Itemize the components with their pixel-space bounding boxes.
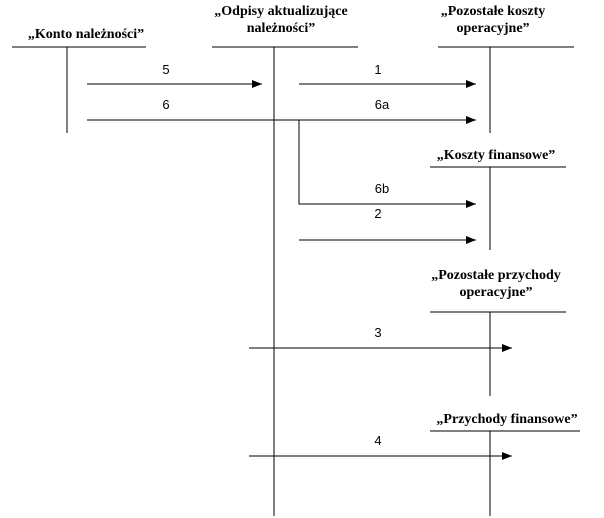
account-title-przychody-finansowe: „Przychody finansowe”	[436, 412, 577, 427]
account-title-odpisy-line1: „Odpisy aktualizujące	[214, 4, 347, 19]
flow-label-6b: 6b	[375, 181, 389, 196]
t-account-odpisy-aktualizujace: „Odpisy aktualizujące należności”	[212, 4, 358, 516]
flow-arrow-2: 2	[299, 206, 476, 244]
flow-label-group-6a: 6a	[375, 97, 390, 112]
flow-label-4: 4	[374, 433, 381, 448]
flow-arrow-3: 3	[249, 325, 512, 352]
flow-arrow-6: 6	[87, 97, 476, 124]
t-account-konto-naleznosci: „Konto należności”	[12, 27, 146, 133]
flow-arrow-4: 4	[249, 433, 512, 460]
t-account-pozostale-koszty-operacyjne: „Pozostałe koszty operacyjne”	[438, 4, 574, 133]
arrow-line	[298, 120, 476, 208]
account-title-pozostale-przychody-line1: „Pozostałe przychody	[431, 268, 560, 283]
account-title-odpisy-line2: należności”	[247, 21, 315, 36]
flow-arrow-1: 1	[299, 62, 476, 88]
flow-label-2: 2	[374, 206, 381, 221]
account-title-konto-naleznosci: „Konto należności”	[28, 27, 144, 42]
account-title-pozostale-koszty-line2: operacyjne”	[456, 21, 529, 36]
account-title-koszty-finansowe: „Koszty finansowe”	[437, 148, 556, 163]
t-account-pozostale-przychody-operacyjne: „Pozostałe przychody operacyjne”	[430, 268, 566, 396]
flow-label-1: 1	[374, 62, 381, 77]
flow-label-6a: 6a	[375, 97, 390, 112]
account-title-pozostale-koszty-line1: „Pozostałe koszty	[441, 4, 546, 19]
account-title-pozostale-przychody-line2: operacyjne”	[459, 285, 532, 300]
t-account-koszty-finansowe: „Koszty finansowe”	[430, 148, 566, 250]
flow-label-3: 3	[374, 325, 381, 340]
flow-label-6: 6	[162, 97, 169, 112]
flow-label-5: 5	[162, 62, 169, 77]
t-account-przychody-finansowe: „Przychody finansowe”	[430, 412, 580, 516]
flow-arrow-6b: 6b	[298, 120, 476, 208]
flow-arrow-5: 5	[87, 62, 262, 88]
